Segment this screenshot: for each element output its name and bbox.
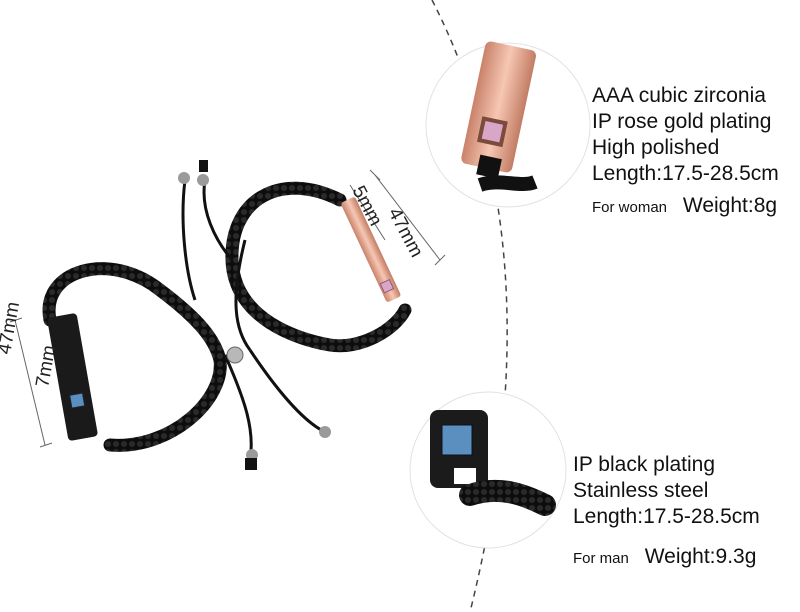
woman-weight: Weight:8g [682, 194, 778, 217]
pink-stone [379, 278, 395, 294]
man-plating: IP black plating [573, 453, 716, 476]
woman-length-label: 47mm [384, 204, 427, 260]
black-bar [47, 313, 98, 441]
woman-length: Length:17.5-28.5cm [592, 162, 779, 185]
man-width-label: 7mm [32, 344, 60, 389]
man-closeup [409, 391, 567, 549]
woman-finish: High polished [592, 136, 720, 159]
woman-bracelet [197, 160, 412, 438]
man-length-label: 47mm [0, 300, 24, 356]
woman-plating: IP rose gold plating [592, 110, 772, 133]
man-spec-block: IP black plating Stainless steel Length:… [573, 452, 760, 572]
blue-stone [69, 392, 86, 409]
woman-gender-label: For woman [592, 199, 668, 216]
woman-spec-block: AAA cubic zirconia IP rose gold plating … [592, 83, 779, 221]
woman-closeup [425, 41, 591, 208]
man-material: Stainless steel [573, 479, 709, 502]
man-gender-label: For man [573, 550, 629, 567]
rose-gold-bar [341, 197, 401, 302]
man-bracelet [42, 172, 258, 470]
man-length: Length:17.5-28.5cm [573, 505, 760, 528]
man-weight: Weight:9.3g [644, 545, 757, 568]
woman-material: AAA cubic zirconia [592, 84, 766, 107]
